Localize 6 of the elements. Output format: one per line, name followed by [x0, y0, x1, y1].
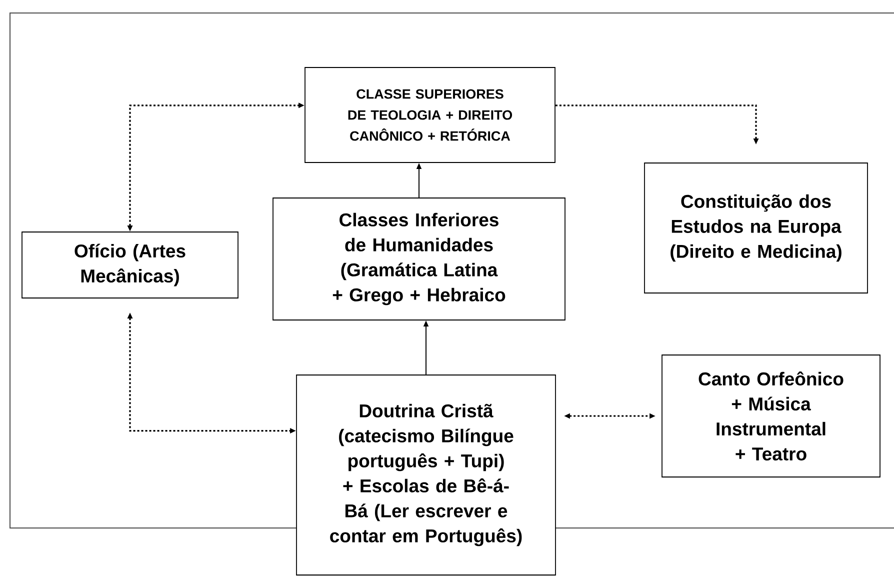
text-box: Ofício (Artes Mecânicas): [22, 232, 238, 298]
text-box: Classes Inferiores de Humanidades (Gramática Latina + Grego + Hebraico: [272, 198, 566, 320]
text-box: Canto Orfeônico + Música Instrumental + Teatro: [662, 354, 880, 478]
text-box: Doutrina Cristã (catecismo Bilíngue português + Tupi) + Escolas de Bê-á-Bá (Ler escrever e contar em Português): [296, 374, 556, 576]
text-box: CLASSE SUPERIORES DE TEOLOGIA + DIREITO CANÔNICO + RETÓRICA: [304, 67, 556, 163]
text-box: Constituição dos Estudos na Europa (Direito e Medicina): [644, 162, 868, 294]
